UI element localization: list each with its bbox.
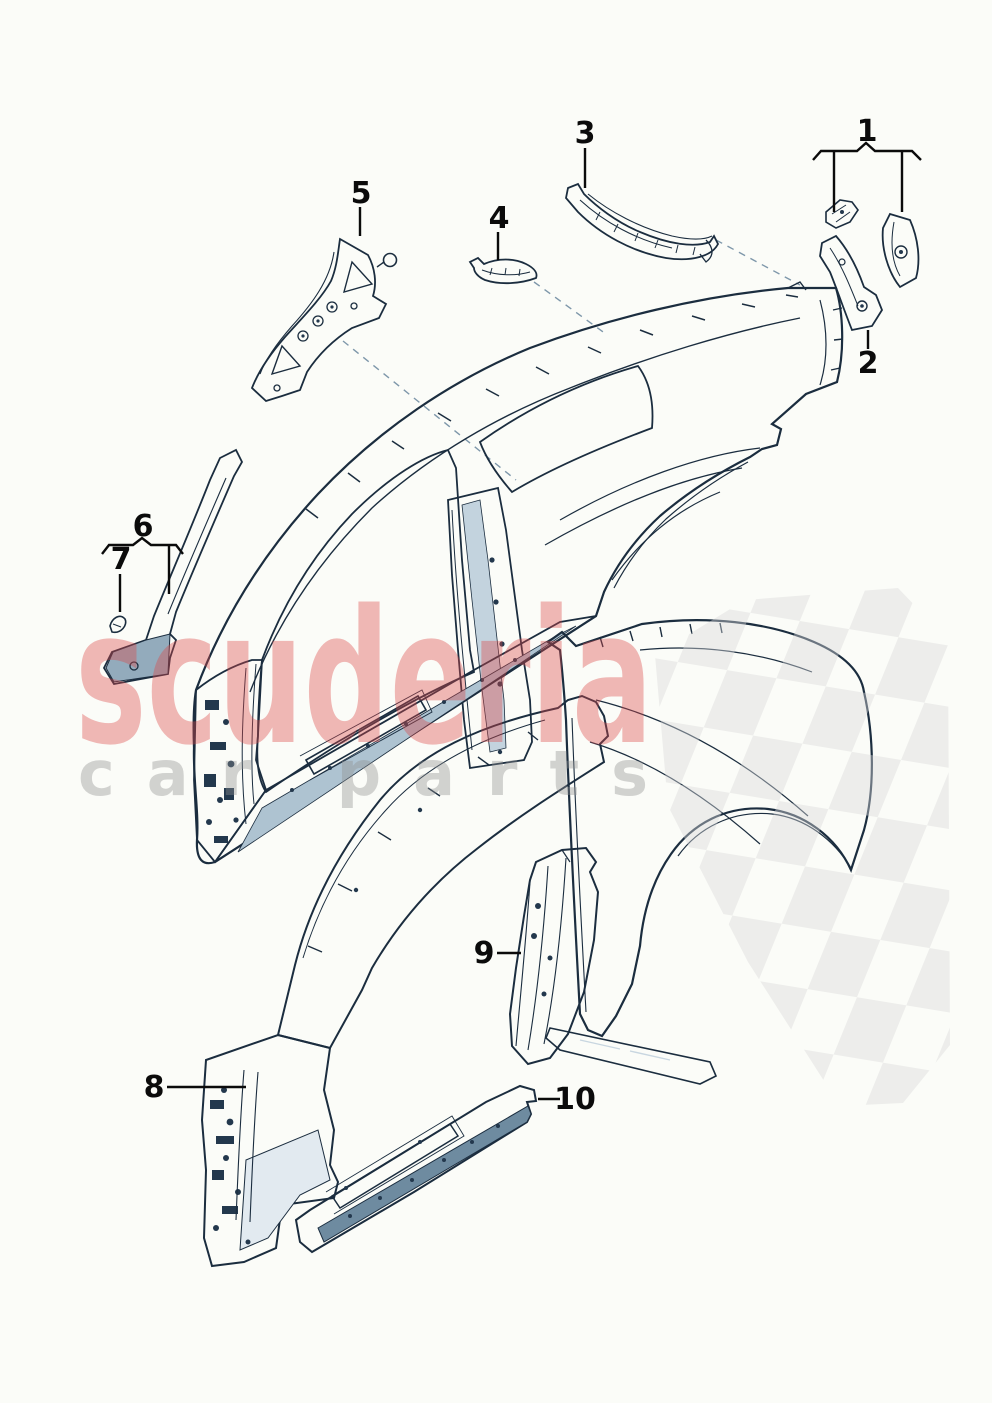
checkered-flag-watermark <box>655 588 950 1106</box>
hinge-pillar-upper <box>193 659 267 864</box>
rail-strip-part4 <box>468 256 538 285</box>
callout-4: 4 <box>489 201 510 236</box>
b-pillar-part9 <box>508 846 600 1066</box>
callout-1: 1 <box>857 114 878 149</box>
roofline-weld-ticks <box>305 294 799 519</box>
a-pillar-trim-part6 <box>102 448 244 685</box>
quarter-window-opening <box>478 364 654 494</box>
support-bracket-part2 <box>819 234 884 332</box>
callouts: 1 2 3 4 5 6 7 8 9 10 <box>101 114 922 1117</box>
roof-rail-strip-part3 <box>565 182 720 263</box>
tagline-watermark: car parts <box>78 737 648 810</box>
callout-2: 2 <box>858 346 879 381</box>
callout-3: 3 <box>575 116 596 151</box>
side-frame-lower-part8 <box>200 694 610 1268</box>
callout-5: 5 <box>351 176 372 211</box>
mounting-clip-part1a <box>825 199 859 229</box>
sill-panel-part10 <box>294 1084 538 1254</box>
body-side-panel-upper <box>192 281 844 865</box>
callout-6: 6 <box>133 509 154 544</box>
mounting-bracket-part1b <box>881 212 920 289</box>
callout-9: 9 <box>474 936 495 971</box>
callout-8: 8 <box>144 1070 165 1105</box>
brand-watermark: scuderia <box>75 570 653 786</box>
clip-part7 <box>109 615 127 634</box>
callout-10: 10 <box>554 1082 596 1117</box>
callout-7: 7 <box>111 542 132 577</box>
a-pillar-reinforcement-part5 <box>250 237 398 403</box>
b-pillar-upper <box>447 486 533 770</box>
